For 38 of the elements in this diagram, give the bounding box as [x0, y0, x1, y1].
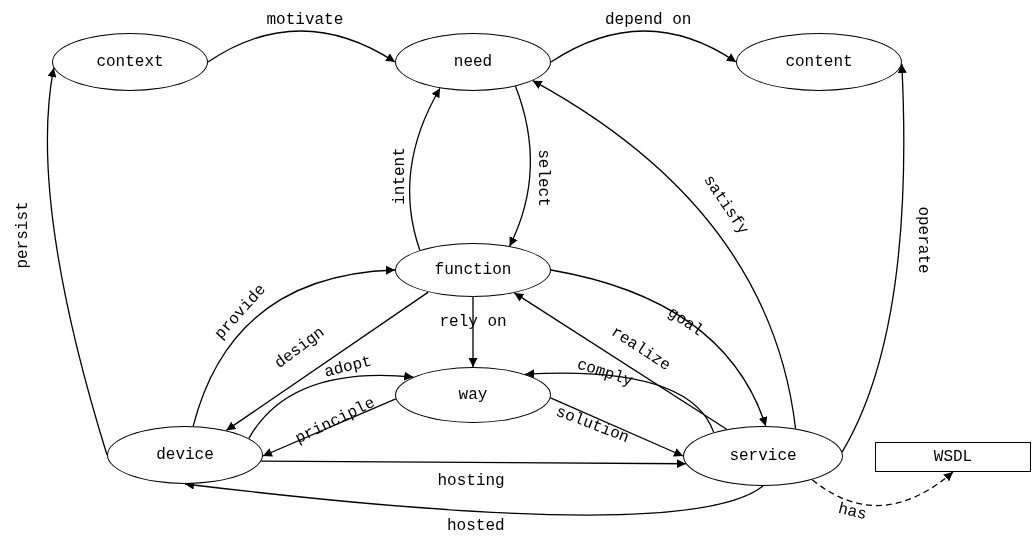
arrow: [508, 85, 531, 247]
node-label: service: [729, 447, 797, 465]
arrow: [262, 398, 397, 457]
process-box: [875, 442, 1031, 472]
arrow: [550, 269, 767, 427]
arrow: [192, 266, 396, 427]
edge-label: select: [534, 149, 551, 207]
node-label: way: [458, 386, 488, 404]
arrow: [532, 80, 797, 430]
arrow: [225, 291, 429, 432]
edge-label: persist: [14, 201, 31, 269]
arrow: [207, 30, 396, 63]
state-ellipse: [52, 33, 208, 91]
dashed-arrow: [811, 471, 954, 507]
node-label: device: [156, 446, 214, 464]
node-label: WSDL: [933, 448, 973, 466]
edge-label: goal: [664, 304, 706, 340]
arrow: [841, 63, 907, 453]
arrow: [46, 67, 108, 456]
edge-label: operate: [914, 206, 931, 274]
edge-label: hosted: [447, 518, 505, 534]
edge-label: has: [836, 500, 868, 524]
node-label: need: [453, 53, 493, 71]
arrow: [248, 371, 414, 439]
arrow: [468, 296, 478, 368]
edge-label: adopt: [322, 353, 374, 381]
node-label: content: [785, 53, 853, 71]
arrow: [550, 30, 737, 63]
arrow: [409, 87, 441, 251]
node-label: context: [96, 53, 164, 71]
node-label: function: [434, 261, 512, 279]
arrow: [524, 369, 715, 433]
arrow: [549, 397, 684, 457]
edge-label: intent: [391, 147, 408, 205]
edge-label: motivate: [266, 12, 344, 28]
edge-label: depend on: [605, 12, 692, 28]
arrow: [513, 292, 728, 430]
edge-label: hosting: [437, 473, 505, 489]
